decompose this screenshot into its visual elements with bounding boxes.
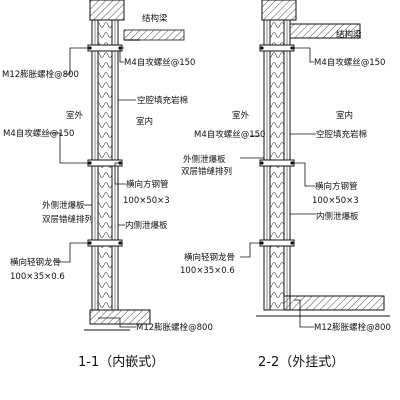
left-label-inner-board: 内侧泄爆板 (125, 221, 168, 231)
right-label-structural-beam: 结构梁 (336, 30, 362, 40)
right-label-m4-top: M4自攻螺丝@150 (314, 58, 386, 68)
left-wall-screw-3 (88, 241, 92, 245)
right-caption: 2-2（外挂式） (258, 355, 345, 370)
right-label-keel-dim: 100×35×0.6 (180, 266, 235, 276)
left-leader-tube (114, 162, 126, 185)
left-caption: 1-1（内嵌式） (78, 355, 165, 370)
left-label-m12-top: M12膨胀螺栓@800 (2, 70, 79, 80)
left-wall-screw-2 (88, 161, 92, 165)
right-label-steel-tube: 横向方钢管 (315, 182, 358, 192)
right-leader-m12-bottom (294, 299, 314, 328)
left-leader-m12-top (64, 47, 88, 75)
right-label-steel-tube-dim: 100×50×3 (312, 196, 359, 206)
right-label-double-stagger: 双层错缝排列 (181, 167, 233, 177)
right-label-outer-board: 外侧泄爆板 (183, 155, 226, 165)
right-wall-screw-r-2 (290, 161, 294, 165)
left-leader-m4-top (119, 47, 124, 63)
right-label-m12-bottom: M12膨胀螺栓@800 (314, 323, 391, 333)
left-label-indoor: 室内 (136, 117, 154, 127)
left-label-steel-tube-dim: 100×50×3 (123, 196, 170, 206)
left-beam-edge (123, 29, 185, 41)
left-label-m12-bottom: M12膨胀螺栓@800 (136, 323, 213, 333)
left-label-keel-dim: 100×35×0.6 (10, 272, 65, 282)
right-wall-screw-3 (260, 241, 264, 245)
right-leader-keel (240, 242, 260, 258)
right-label-keel: 横向轻钢龙骨 (184, 253, 236, 263)
left-label-outer-board: 外侧泄爆板 (42, 201, 85, 211)
left-label-keel: 横向轻钢龙骨 (10, 258, 62, 268)
right-label-cavity-rockwool: 空腔填充岩棉 (316, 130, 368, 140)
right-structural-beam-top (261, 0, 297, 21)
right-label-outdoor: 室外 (232, 111, 250, 121)
left-structural-beam-top (89, 0, 125, 21)
left-label-double-stagger: 双层错缝排列 (42, 215, 94, 225)
right-wall-screw-r-3 (290, 241, 294, 245)
left-wall-screw-r-3 (118, 241, 122, 245)
left-wall-steel-tube-1 (87, 44, 123, 52)
right-label-indoor: 室内 (336, 111, 354, 121)
right-label-inner-board: 内侧泄爆板 (316, 212, 359, 222)
left-wall-steel-tube-3 (87, 239, 123, 247)
right-wall-screw-r-1 (290, 46, 294, 50)
right-wall-steel-tube-3 (259, 239, 295, 247)
left-label-cavity-rockwool: 空腔填充岩棉 (137, 96, 189, 106)
right-leader-m4-top (294, 47, 314, 63)
left-leader-m12-bottom (98, 317, 136, 328)
left-label-m4-mid: M4自攻螺丝@150 (3, 129, 75, 139)
right-wall-screw-1 (260, 46, 264, 50)
left-leader-keel (56, 242, 88, 263)
right-wall-steel-tube-2 (259, 159, 295, 167)
left-leader-inner-board (117, 210, 125, 226)
left-label-structural-beam: 结构梁 (142, 14, 168, 24)
right-floor-slab (283, 295, 385, 311)
left-label-outdoor: 室外 (66, 111, 84, 121)
left-leader-m4-mid (48, 132, 88, 164)
right-wall-steel-tube-1 (259, 44, 295, 52)
left-label-steel-tube: 横向方钢管 (126, 180, 169, 190)
left-wall-screw-1 (88, 46, 92, 50)
left-label-m4-top: M4自攻螺丝@150 (124, 58, 196, 68)
right-leader-tube (294, 162, 315, 187)
right-wall-screw-2 (260, 161, 264, 165)
right-label-m4-mid: M4自攻螺丝@150 (194, 130, 266, 140)
